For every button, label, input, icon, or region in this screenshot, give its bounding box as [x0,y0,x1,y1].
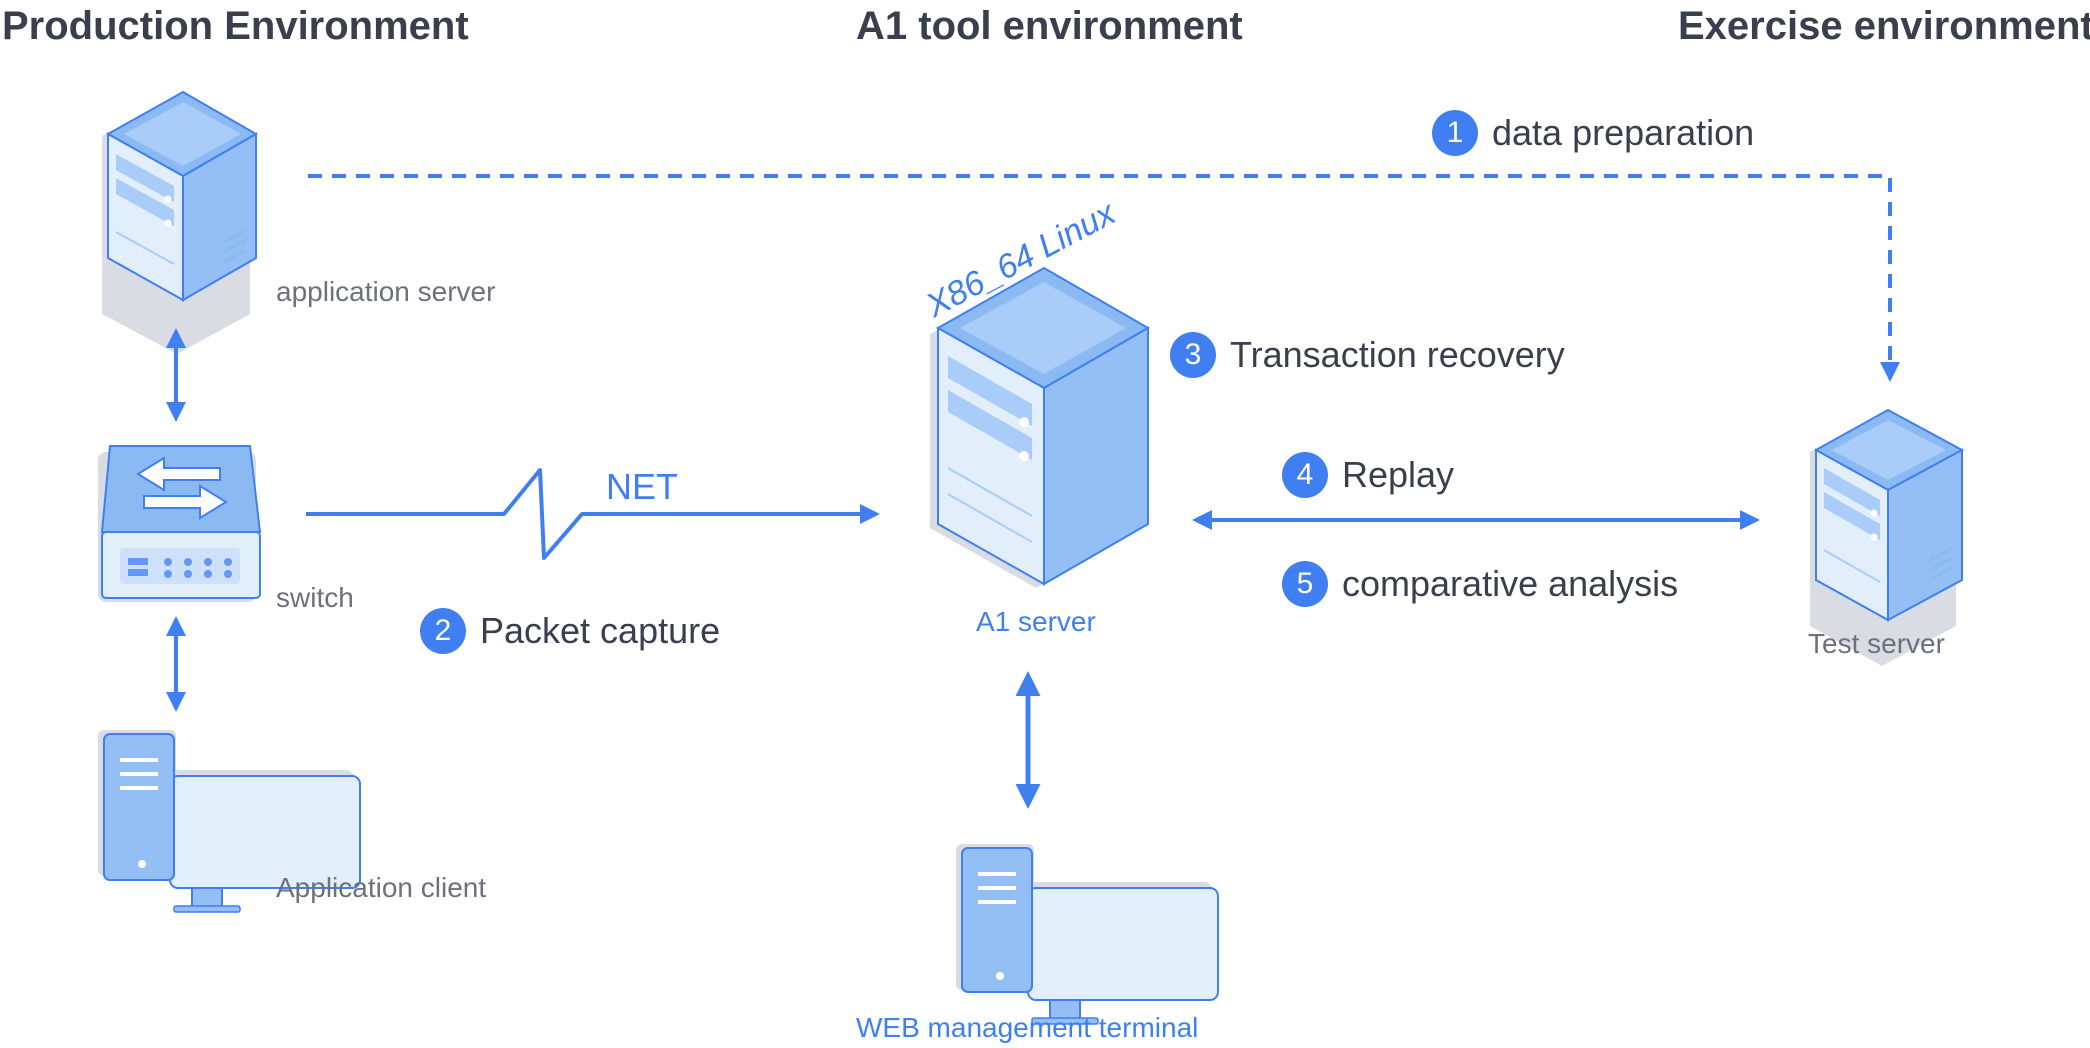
step-4-label: Replay [1342,454,1455,495]
packet-capture-net-arrow [306,468,880,560]
step-1-badge: 1 [1432,110,1478,156]
step-2-badge: 2 [420,608,466,654]
step-5-badge: 5 [1282,561,1328,607]
header-exercise: Exercise environment [1678,4,2090,48]
switch-label: switch [276,582,354,613]
step-5-label: comparative analysis [1342,563,1679,604]
step-4: 4 Replay [1282,452,1454,498]
step-1-label: data preparation [1492,112,1755,153]
step-3-label: Transaction recovery [1230,334,1565,375]
net-label: NET [606,466,678,507]
header-tool: A1 tool environment [856,4,1243,48]
switch-icon [98,445,262,602]
header-production: Production Environment [2,4,469,48]
step-1: 1 data preparation [1432,110,1754,156]
step-4-badge: 4 [1282,452,1328,498]
step-2: 2 Packet capture [420,608,720,654]
step-3: 3 Transaction recovery [1170,332,1565,378]
step-5: 5 comparative analysis [1282,561,1678,607]
web-terminal-icon [956,844,1219,1025]
step-3-badge: 3 [1170,332,1216,378]
a1-server-icon [930,266,1151,588]
application-client-label: Application client [276,872,487,903]
a1-server-label: A1 server [976,606,1096,637]
data-preparation-arrow [308,174,1900,382]
web-terminal-label: WEB management terminal [856,1012,1199,1043]
step-2-label: Packet capture [480,610,721,651]
application-client-icon [98,730,361,913]
test-server-icon [1810,408,1965,666]
application-server-icon [102,90,259,354]
application-server-label: application server [276,276,496,307]
test-server-label: Test server [1808,628,1945,659]
